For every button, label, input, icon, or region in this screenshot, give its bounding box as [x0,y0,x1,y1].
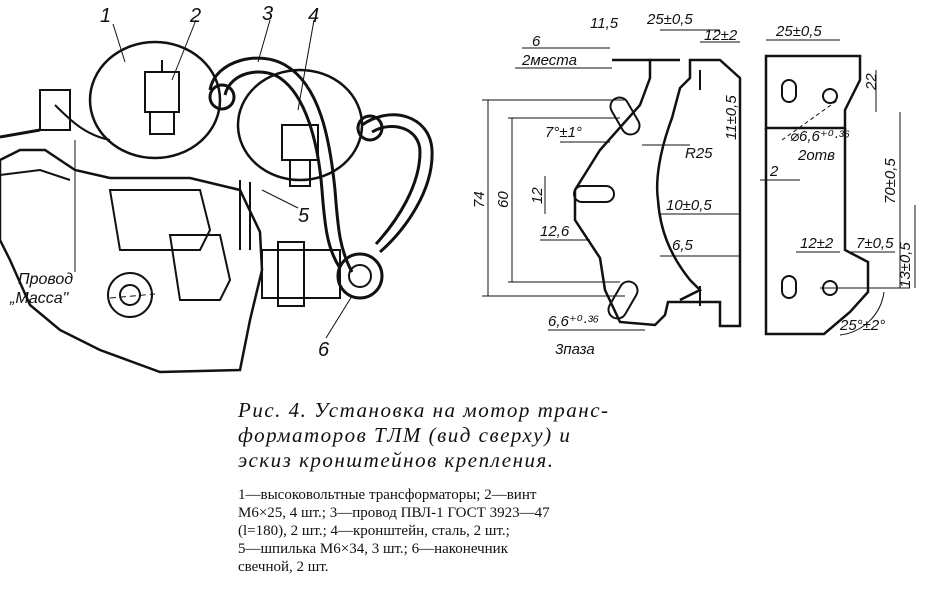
dim-12-v: 12 [529,187,546,204]
dim-6: 6 [532,33,541,50]
dim-74: 74 [471,191,488,208]
figure-caption: Рис. 4. Установка на мотор транс- формат… [238,398,708,473]
dim-25deg: 25°±2° [839,317,885,334]
dim-3paza: 3паза [555,341,595,358]
dim-6-6: 6,6⁺⁰·³⁶ [548,313,599,330]
ground-wire-label-line1: Провод [18,271,73,288]
callout-3: 3 [262,3,273,25]
motor-assembly-view [0,19,434,374]
dim-12-b: 12±2 [800,235,834,252]
dim-25-a: 25±0,5 [646,11,693,28]
bracket-dimensions: 11,5 25±0,5 12±2 6 2места 11±0,5 7°±1° R… [471,11,740,358]
dim-60: 60 [495,191,512,208]
dim-11-5: 11,5 [590,15,619,32]
caption-line-3: эскиз кронштейнов крепления. [238,448,555,472]
ground-wire-label-line2: „Масса" [9,290,70,307]
legend-line-5: свечной, 2 шт. [238,559,329,575]
dim-22: 22 [863,73,880,91]
figure-legend: 1—высоковольтные трансформаторы; 2—винт … [238,486,708,576]
dim-12-6: 12,6 [540,223,570,240]
legend-line-1: 1—высоковольтные трансформаторы; 2—винт [238,487,537,503]
dim-25-b: 25±0,5 [775,23,822,40]
dim-13: 13±0,5 [897,242,914,288]
dim-10: 10±0,5 [666,197,712,214]
caption-line-1: Рис. 4. Установка на мотор транс- [238,398,610,422]
dim-11-v: 11±0,5 [723,95,740,140]
spark-plug-cap [336,252,384,300]
caption-line-2: форматоров ТЛМ (вид сверху) и [238,423,572,447]
callout-labels: 1 2 3 4 5 6 Провод „Масса" [9,3,330,361]
dim-70: 70±0,5 [882,158,899,204]
dim-7deg: 7°±1° [545,124,582,141]
dim-2mesta: 2места [521,52,577,69]
callout-5: 5 [298,205,310,227]
dim-2: 2 [769,163,779,180]
technical-drawing: 1 2 3 4 5 6 Провод „Масса" [0,3,916,374]
callout-4: 4 [308,5,319,27]
legend-line-3: (l=180), 2 шт.; 4—кронштейн, сталь, 2 шт… [238,523,510,539]
screw-shape [144,71,180,113]
dim-hole: ⌀6,6⁺⁰·³⁶ [790,128,850,145]
callout-6: 6 [318,339,330,361]
side-view-dimensions: 25±0,5 22 ⌀6,6⁺⁰·³⁶ 2отв 2 70±0,5 12±2 7… [769,23,914,334]
legend-line-4: 5—шпилька М6×34, 3 шт.; 6—наконечник [238,541,508,557]
hv-wire-a [208,56,354,273]
hv-wire-b [361,113,434,254]
dim-7: 7±0,5 [856,235,894,252]
bracket-sketch [482,29,742,331]
transformer-1-shape [88,40,222,160]
dim-6-5: 6,5 [672,237,694,254]
dim-r25: R25 [685,145,713,162]
callout-2: 2 [189,5,201,27]
dim-2otv: 2отв [797,147,835,164]
bracket-side-view [760,39,916,336]
callout-1: 1 [100,5,111,27]
dim-12-a: 12±2 [704,27,738,44]
legend-line-2: М6×25, 4 шт.; 3—провод ПВЛ-1 ГОСТ 3923—4… [238,505,550,521]
